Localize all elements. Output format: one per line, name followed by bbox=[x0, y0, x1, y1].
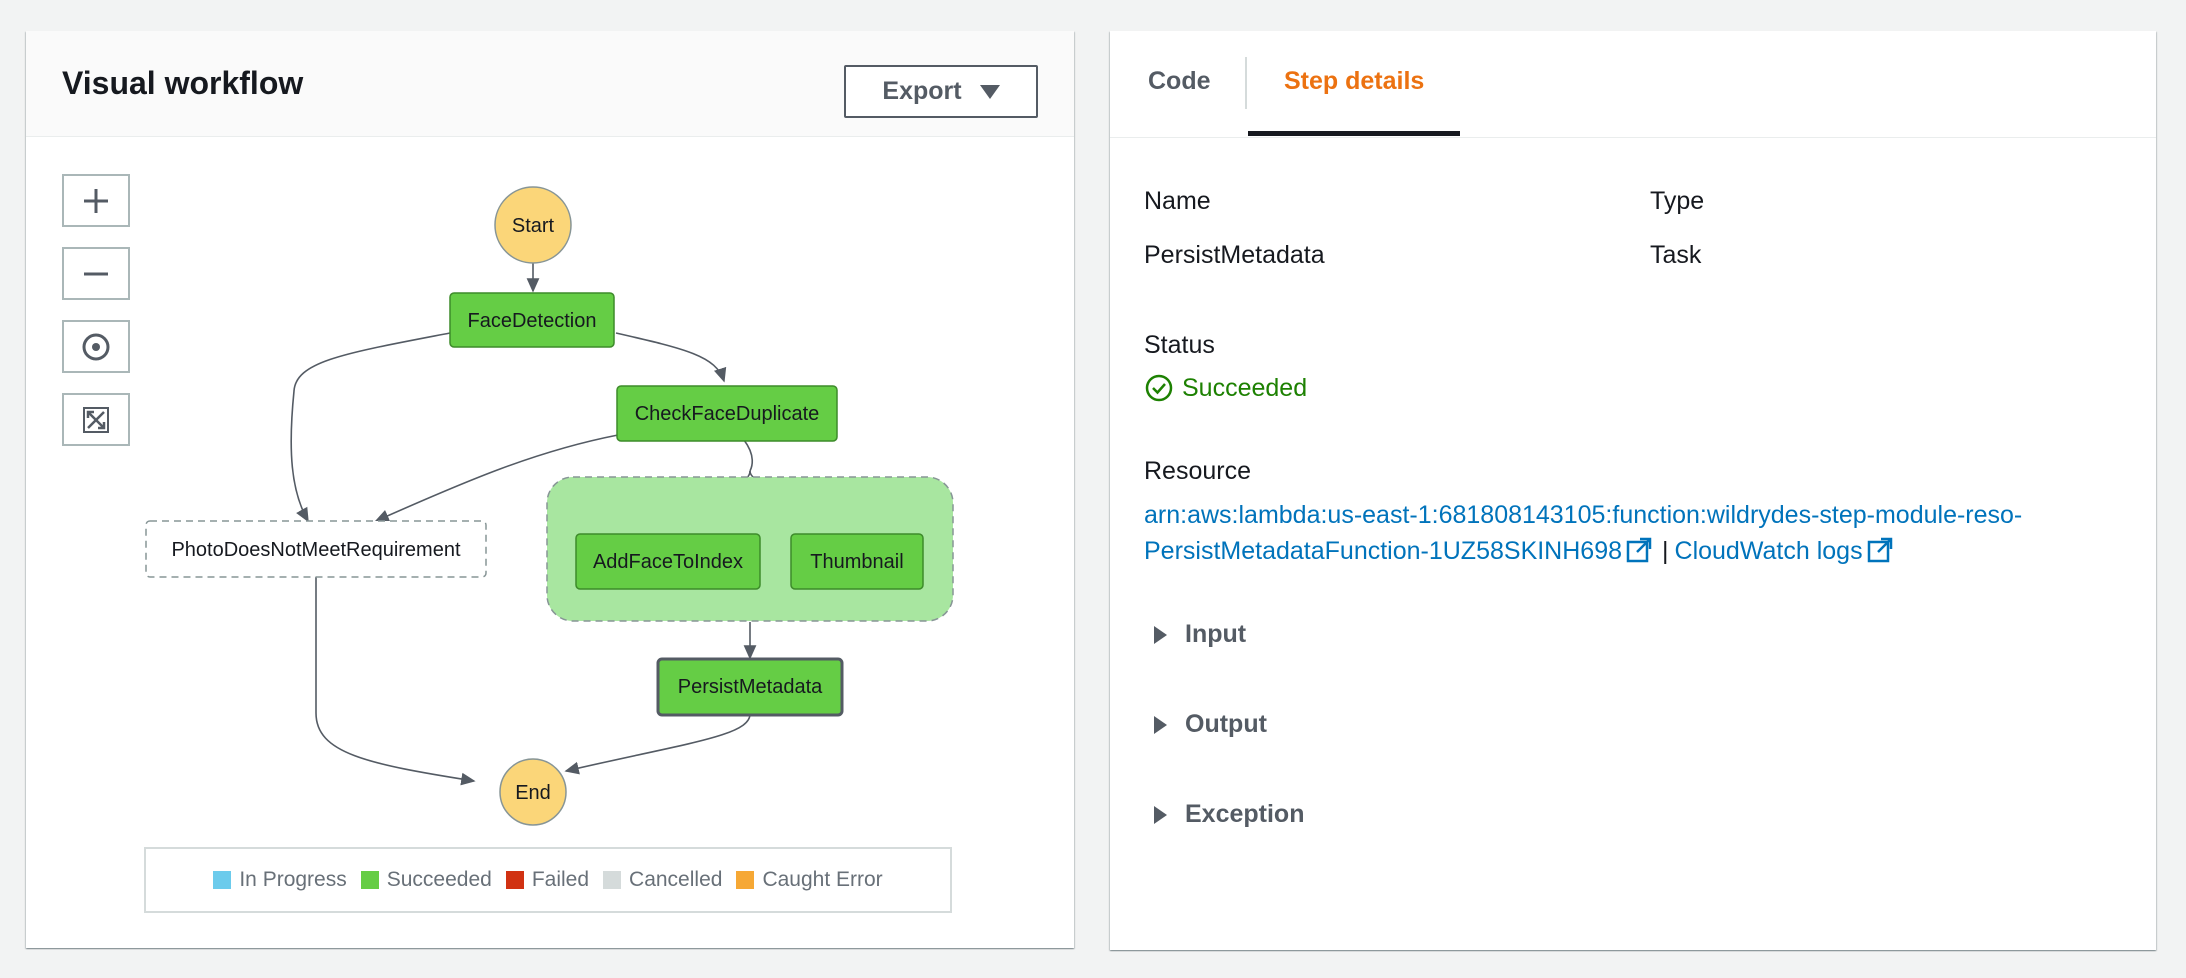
photo-does-not-meet-requirement-node[interactable]: PhotoDoesNotMeetRequirement bbox=[145, 520, 487, 578]
add-face-to-index-node[interactable]: AddFaceToIndex bbox=[575, 533, 761, 590]
center-button[interactable] bbox=[62, 320, 130, 373]
fit-icon bbox=[83, 406, 109, 433]
check-face-duplicate-node[interactable]: CheckFaceDuplicate bbox=[616, 385, 838, 442]
type-label: Type bbox=[1650, 187, 1705, 215]
workflow-graph: Start FaceDetection CheckFaceDuplicate P… bbox=[145, 186, 954, 826]
legend-swatch bbox=[736, 871, 755, 889]
start-node[interactable]: Start bbox=[494, 186, 572, 264]
external-link-icon[interactable] bbox=[1867, 537, 1893, 563]
legend-item-cancelled: Cancelled bbox=[603, 868, 722, 892]
name-label: Name bbox=[1144, 187, 1211, 215]
zoom-in-button[interactable] bbox=[62, 174, 130, 227]
check-face-duplicate-label: CheckFaceDuplicate bbox=[635, 403, 820, 425]
legend-item-failed: Failed bbox=[505, 868, 590, 892]
exception-expander[interactable]: Exception bbox=[1154, 800, 1304, 829]
output-expander[interactable]: Output bbox=[1154, 710, 1267, 739]
cloudwatch-logs-link[interactable]: CloudWatch logs bbox=[1674, 537, 1863, 565]
caret-right-icon bbox=[1154, 625, 1167, 644]
legend-label: Cancelled bbox=[629, 868, 723, 891]
external-link-icon[interactable] bbox=[1626, 537, 1652, 563]
legend-label: Caught Error bbox=[762, 868, 883, 891]
center-icon bbox=[82, 333, 110, 360]
caret-right-icon bbox=[1154, 805, 1167, 824]
legend-item-caught-error: Caught Error bbox=[736, 868, 883, 892]
active-tab-indicator bbox=[1248, 131, 1460, 136]
minus-icon bbox=[84, 272, 108, 275]
caret-right-icon bbox=[1154, 715, 1167, 734]
legend-label: Failed bbox=[531, 868, 590, 891]
resource-links: arn:aws:lambda:us-east-1:681808143105:fu… bbox=[1144, 497, 2124, 569]
status-legend: In Progress Succeeded Failed Cancelled C… bbox=[144, 847, 952, 913]
input-expander[interactable]: Input bbox=[1154, 620, 1246, 649]
legend-item-succeeded: Succeeded bbox=[360, 868, 492, 892]
status-badge: Succeeded bbox=[1144, 373, 1307, 403]
start-label: Start bbox=[512, 215, 555, 237]
type-value: Task bbox=[1650, 241, 1702, 269]
details-tabs: Code Step details bbox=[1110, 31, 2156, 138]
thumbnail-node[interactable]: Thumbnail bbox=[790, 533, 924, 590]
input-label: Input bbox=[1185, 620, 1247, 648]
thumbnail-label: Thumbnail bbox=[810, 551, 903, 573]
visual-workflow-panel: Visual workflow Export bbox=[26, 31, 1074, 948]
export-label: Export bbox=[882, 77, 962, 105]
tab-step-details[interactable]: Step details bbox=[1284, 67, 1425, 95]
end-node[interactable]: End bbox=[499, 758, 567, 826]
tab-code[interactable]: Code bbox=[1148, 67, 1211, 95]
check-circle-icon bbox=[1145, 374, 1173, 402]
fit-to-screen-button[interactable] bbox=[62, 393, 130, 446]
legend-swatch bbox=[360, 871, 379, 889]
resource-label: Resource bbox=[1144, 457, 1251, 485]
legend-item-in-progress: In Progress bbox=[213, 868, 347, 892]
add-face-to-index-label: AddFaceToIndex bbox=[593, 551, 743, 573]
workflow-title: Visual workflow bbox=[62, 65, 304, 101]
end-label: End bbox=[515, 782, 551, 804]
step-details-panel: Code Step details Name PersistMetadata T… bbox=[1110, 31, 2156, 950]
legend-label: In Progress bbox=[239, 868, 347, 891]
legend-label: Succeeded bbox=[386, 868, 492, 891]
plus-icon bbox=[84, 188, 108, 213]
legend-swatch bbox=[213, 871, 232, 889]
tab-divider bbox=[1245, 57, 1247, 109]
persist-metadata-label: PersistMetadata bbox=[678, 676, 823, 698]
workflow-header: Visual workflow Export bbox=[26, 31, 1074, 137]
face-detection-node[interactable]: FaceDetection bbox=[449, 292, 615, 348]
photo-does-not-meet-label: PhotoDoesNotMeetRequirement bbox=[171, 539, 460, 561]
link-separator: | bbox=[1662, 537, 1669, 565]
exception-label: Exception bbox=[1185, 800, 1305, 828]
resource-arn-link[interactable]: arn:aws:lambda:us-east-1:681808143105:fu… bbox=[1144, 501, 2023, 565]
export-button[interactable]: Export bbox=[844, 65, 1038, 118]
legend-swatch bbox=[603, 871, 622, 889]
workflow-edges bbox=[290, 263, 855, 786]
caret-down-icon bbox=[979, 84, 1000, 99]
persist-metadata-node[interactable]: PersistMetadata bbox=[656, 657, 844, 717]
face-detection-label: FaceDetection bbox=[468, 310, 597, 332]
status-value: Succeeded bbox=[1182, 373, 1308, 402]
status-label: Status bbox=[1144, 331, 1215, 359]
legend-swatch bbox=[505, 871, 524, 889]
zoom-out-button[interactable] bbox=[62, 247, 130, 300]
output-label: Output bbox=[1185, 710, 1267, 738]
name-value: PersistMetadata bbox=[1144, 241, 1325, 269]
